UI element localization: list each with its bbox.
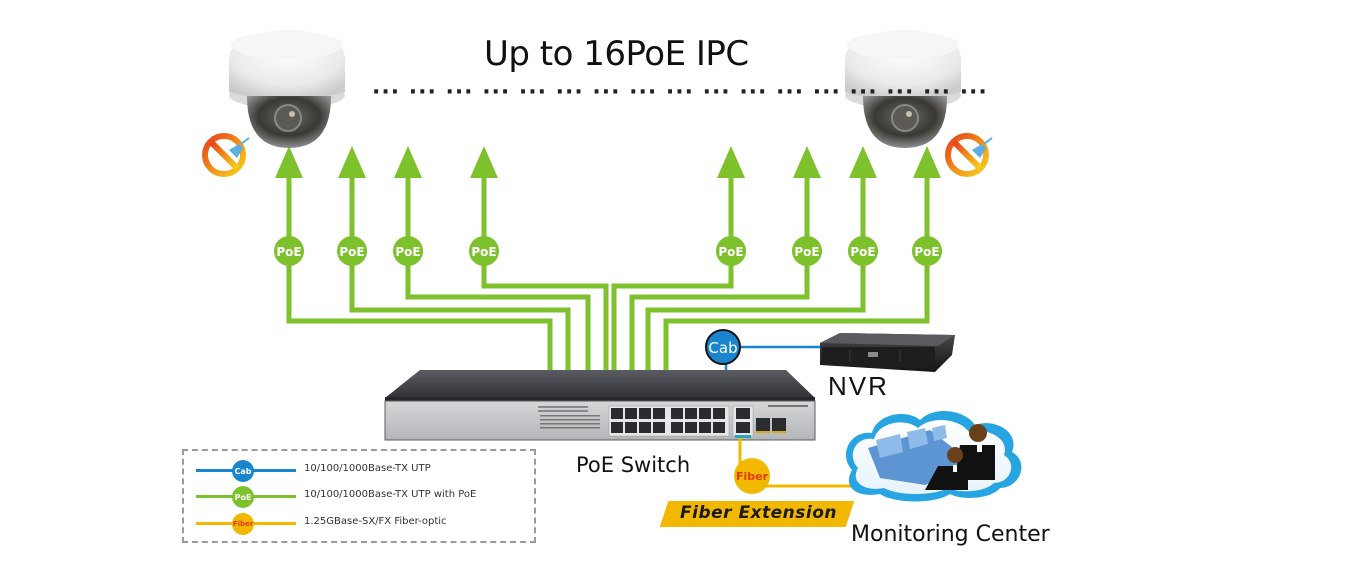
poe-link-5 [611,172,734,370]
arrowhead-1 [275,146,303,178]
more-cameras-ellipsis: ··· ··· ··· ··· ··· ··· ··· ··· ··· ··· … [372,80,988,105]
poe-badge-3: PoE [393,236,423,266]
nvr-icon [820,333,955,372]
cab-badge: Cab [705,329,741,365]
poe-badge-8: PoE [912,236,942,266]
rj45-ports [608,405,754,438]
dome-camera-right-icon [845,30,961,148]
diagram-title: Up to 16PoE IPC [484,34,749,74]
arrowhead-2 [338,146,366,178]
cab-link: Cab [705,329,820,370]
poe-badge-2: PoE [337,236,367,266]
arrowhead-3 [394,146,422,178]
poe-badge-6: PoE [792,236,822,266]
poe-badge-icon: PoE [232,486,254,508]
poe-switch-label: PoE Switch [576,453,691,477]
poe-link-6 [629,172,810,370]
legend-text-fiber: 1.25GBase-SX/FX Fiber-optic [304,516,447,527]
fiber-badge: Fiber [734,458,770,494]
arrowhead-4 [470,146,498,178]
poe-switch-icon [384,370,816,441]
dome-camera-left-icon [229,30,345,148]
poe-badge-5: PoE [716,236,746,266]
poe-arrowheads [275,146,941,178]
legend: Cab 10/100/1000Base-TX UTP PoE 10/100/10… [182,449,536,543]
legend-item-poe: PoE 10/100/1000Base-TX UTP with PoE [184,486,534,508]
fiber-badge-icon: Fiber [232,513,254,535]
monitoring-center-icon [845,410,1022,502]
no-power-adapter-icon-right [945,133,993,177]
arrowhead-8 [913,146,941,178]
sfp-ports [756,418,786,433]
poe-badge-4: PoE [469,236,499,266]
arrowhead-6 [793,146,821,178]
legend-item-fiber: Fiber 1.25GBase-SX/FX Fiber-optic [184,513,534,535]
svg-text:PoE: PoE [718,245,743,259]
cab-badge-icon: Cab [232,460,254,482]
svg-text:PoE: PoE [276,245,301,259]
arrowhead-7 [849,146,877,178]
no-power-adapter-icon-left [202,133,250,177]
fiber-extension-label: Fiber Extension [680,503,838,523]
poe-link-3 [405,172,591,370]
led-panel [538,406,600,429]
nvr-label: NVR [828,371,889,401]
svg-text:PoE: PoE [395,245,420,259]
svg-text:Cab: Cab [708,339,737,357]
svg-text:PoE: PoE [471,245,496,259]
fiber-link: Fiber [734,438,860,494]
legend-item-cab: Cab 10/100/1000Base-TX UTP [184,460,534,482]
svg-text:Fiber: Fiber [736,470,769,483]
poe-badge-1: PoE [274,236,304,266]
svg-text:PoE: PoE [850,245,875,259]
svg-text:PoE: PoE [339,245,364,259]
svg-text:PoE: PoE [794,245,819,259]
monitoring-center-label: Monitoring Center [851,522,1050,547]
legend-text-poe: 10/100/1000Base-TX UTP with PoE [304,489,477,500]
poe-link-4 [481,172,609,370]
poe-link-1 [286,172,553,370]
legend-text-cab: 10/100/1000Base-TX UTP [304,463,431,474]
poe-badges: PoE PoE PoE PoE PoE PoE PoE PoE [274,236,942,266]
svg-text:PoE: PoE [914,245,939,259]
arrowhead-5 [717,146,745,178]
poe-badge-7: PoE [848,236,878,266]
poe-link-2 [349,172,571,370]
